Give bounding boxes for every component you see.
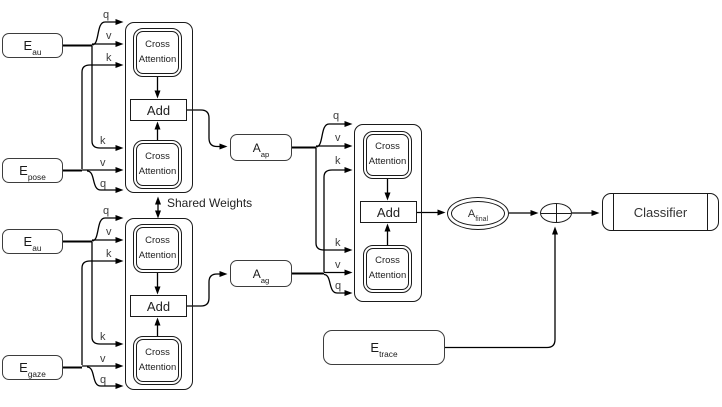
port-label-v-5: v <box>335 132 341 144</box>
add-block-3: Add <box>360 201 417 223</box>
cross-attention-label: Attention <box>368 270 407 281</box>
add-block-1: Add <box>130 99 187 121</box>
port-label-k-5: k <box>335 155 341 167</box>
port-label-q-6: q <box>335 280 342 292</box>
cross-attention-block-4-inner: Cross Attention <box>136 339 179 382</box>
encoder-e-trace: Etrace <box>323 330 445 365</box>
edges-group-au-gaze <box>63 215 228 389</box>
cross-attention-block-1: Cross Attention <box>133 28 182 77</box>
port-label-k-4: k <box>100 331 106 343</box>
encoder-e-gaze: Egaze <box>2 355 63 380</box>
encoder-e-pose: Epose <box>2 158 63 183</box>
a-ap-node: Aap <box>230 134 292 161</box>
encoder-e-au-top-label: Eau <box>23 38 42 58</box>
classifier-right-bar <box>707 194 708 230</box>
classifier-label: Classifier <box>633 204 688 220</box>
port-label-v-1: v <box>106 30 112 42</box>
a-final-node-inner: Afinal <box>451 201 505 226</box>
port-label-v-3: v <box>106 226 112 238</box>
cross-attention-block-2: Cross Attention <box>133 140 182 189</box>
encoder-e-pose-label: Epose <box>19 163 46 183</box>
shared-weights-label: Shared Weights <box>167 196 253 210</box>
cross-attention-label: Attention <box>138 249 177 261</box>
cross-attention-block-3-inner: Cross Attention <box>136 227 179 270</box>
attention-group-au-pose <box>125 22 193 193</box>
port-label-v-2: v <box>100 157 106 169</box>
cross-attention-block-6-inner: Cross Attention <box>366 248 409 290</box>
cross-attention-label: Attention <box>138 53 177 65</box>
add-label: Add <box>376 204 401 220</box>
port-label-q-1: q <box>103 9 110 21</box>
cross-attention-block-3: Cross Attention <box>133 224 182 273</box>
port-label-q-3: q <box>103 205 110 217</box>
port-label-k-2: k <box>100 135 106 147</box>
attention-group-ap-ag <box>354 124 422 302</box>
add-label: Add <box>146 298 171 314</box>
port-label-k-3: k <box>106 248 112 260</box>
add-label: Add <box>146 102 171 118</box>
cross-attention-label: Cross <box>145 346 170 358</box>
port-label-v-4: v <box>100 353 106 365</box>
encoder-e-au-top: Eau <box>2 33 63 58</box>
port-label-q-4: q <box>100 374 107 386</box>
a-final-label: Afinal <box>467 207 489 224</box>
a-final-node: Afinal <box>447 197 509 230</box>
port-label-q-5: q <box>333 110 340 122</box>
port-label-k-6: k <box>335 237 341 249</box>
cross-attention-block-1-inner: Cross Attention <box>136 31 179 74</box>
cross-attention-label: Attention <box>138 165 177 177</box>
edges-group-ap-ag <box>292 121 391 296</box>
cross-attention-label: Cross <box>145 150 170 162</box>
cross-attention-label: Attention <box>138 361 177 373</box>
cross-attention-block-4: Cross Attention <box>133 336 182 385</box>
sum-plus-icon <box>540 203 572 223</box>
cross-attention-block-5: Cross Attention <box>363 131 412 179</box>
a-ag-node: Aag <box>230 260 292 287</box>
a-ap-label: Aap <box>252 140 270 159</box>
encoder-e-trace-label: Etrace <box>370 340 398 360</box>
encoder-e-au-bottom: Eau <box>2 229 63 254</box>
encoder-e-au-bottom-label: Eau <box>23 234 42 254</box>
cross-attention-label: Attention <box>368 156 407 167</box>
cross-attention-block-5-inner: Cross Attention <box>366 134 409 176</box>
encoder-e-gaze-label: Egaze <box>19 360 46 380</box>
cross-attention-block-2-inner: Cross Attention <box>136 143 179 186</box>
port-label-k-1: k <box>106 52 112 64</box>
edges-output-chain <box>417 209 600 349</box>
a-ag-label: Aag <box>252 266 270 285</box>
cross-attention-block-6: Cross Attention <box>363 245 412 293</box>
port-label-q-2: q <box>100 178 107 190</box>
classifier-node: Classifier <box>602 193 719 231</box>
add-block-2: Add <box>130 295 187 317</box>
cross-attention-label: Cross <box>375 141 400 153</box>
edges-group-au-pose <box>63 19 228 193</box>
cross-attention-label: Cross <box>145 38 170 50</box>
sum-plus-horizontal-bar <box>541 213 571 214</box>
cross-attention-label: Cross <box>375 255 400 267</box>
classifier-left-bar <box>613 194 614 230</box>
cross-attention-label: Cross <box>145 234 170 246</box>
port-label-v-6: v <box>335 259 341 271</box>
attention-group-au-gaze <box>125 218 193 390</box>
